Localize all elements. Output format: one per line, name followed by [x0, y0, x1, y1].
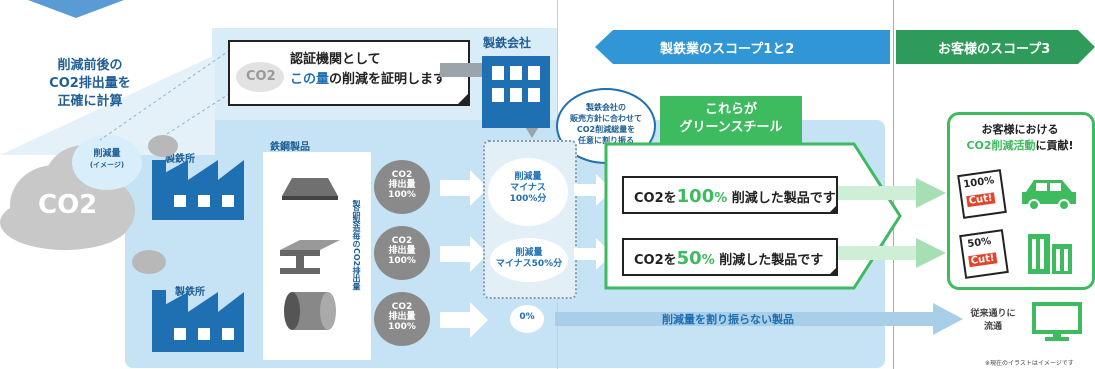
tag-50-cut: 50% Cut! — [959, 229, 1009, 279]
footnote: ※現在のイラストはイメージです — [985, 360, 1074, 367]
row-50-pre: CO2を — [634, 253, 677, 268]
scope-customer-banner — [896, 30, 1095, 64]
top-left-arrow — [28, 0, 124, 18]
left-caption: 削減前後の CO2排出量を 正確に計算 — [30, 57, 150, 111]
left-caption-line: 正確に計算 — [57, 94, 123, 109]
normal-line: 流通 — [983, 322, 1002, 332]
steel-plate-icon — [282, 178, 338, 200]
emission-line: CO2 — [391, 236, 413, 246]
callout-cloud: CO2 — [236, 56, 284, 92]
h-beam-icon — [280, 240, 340, 274]
company-title: 製鉄会社 — [483, 36, 532, 50]
left-caption-line: 削減前後の — [57, 58, 123, 73]
allocation-line: マイナス — [510, 183, 546, 193]
customer-title-rest: に貢献! — [1035, 139, 1074, 152]
plant-top-label: 製鉄所 — [165, 154, 195, 165]
callout-co2-label: CO2 — [246, 69, 276, 84]
dashed-connector — [99, 49, 236, 146]
products-title: 鉄鋼製品 — [270, 142, 310, 153]
factory-top-icon — [152, 160, 244, 220]
scope-steel-label: 製鉄業のスコープ1と2 — [660, 42, 795, 57]
zero-burst: 0% — [508, 303, 546, 335]
emission-cloud: CO2 排出量 100% — [370, 288, 434, 348]
tag-50-cut-label: Cut! — [968, 252, 998, 268]
emission-line: 100% — [388, 256, 416, 266]
callout-line2-rest: の削減を証明します — [329, 72, 447, 87]
row-50-number: 50 — [676, 248, 702, 269]
left-caption-line: CO2排出量を — [49, 76, 131, 91]
car-icon — [1022, 180, 1076, 210]
building-icon — [1028, 234, 1072, 274]
zero-label: 0% — [519, 312, 535, 322]
emission-line: 排出量 — [388, 312, 416, 322]
bubble-line: CO2削減総量を — [576, 125, 636, 134]
green-steel-title-box: これらが グリーンスチール — [660, 96, 802, 144]
green-title-line: これらが — [704, 102, 757, 117]
tag-50-number: 50% — [966, 235, 993, 251]
products-vertical-label: 製品製造毎のCO2排出量 — [352, 200, 361, 291]
callout-line1: 認証機関として — [290, 52, 381, 67]
emission-cloud: CO2 排出量 100% — [370, 156, 434, 216]
monitor-icon — [1032, 302, 1082, 341]
row-50-percent: % — [701, 253, 715, 268]
emission-line: 100% — [388, 322, 416, 332]
row-100-pre: CO2を — [634, 191, 677, 206]
reduction-label: 削減量 — [93, 149, 121, 159]
normal-product-label: 削減量を割り振らない製品 — [662, 313, 794, 326]
row-50-post: 削減した製品です — [719, 253, 824, 268]
callout-highlight: この量 — [290, 72, 330, 87]
normal-line: 従来通りに — [970, 309, 1016, 319]
emission-line: 排出量 — [388, 180, 416, 190]
emission-cloud: CO2 排出量 100% — [370, 222, 434, 282]
company-building-icon — [482, 56, 550, 128]
normal-distribution-label: 従来通りに 流通 — [958, 308, 1028, 334]
green-row-100: CO2を100% 削減した製品です — [622, 176, 838, 214]
emission-line: CO2 — [391, 302, 413, 312]
emission-line: CO2 — [391, 170, 413, 180]
plant-bottom-label: 製鉄所 — [175, 287, 205, 298]
callout-text: 認証機関として この量の削減を証明します — [290, 50, 446, 90]
bubble-line: 任意に割り振る — [578, 136, 634, 145]
big-co2-label: CO2 — [38, 190, 98, 220]
row-100-post: 削減した製品です — [731, 191, 836, 206]
white-arrows-left — [440, 170, 488, 338]
pipe-icon — [284, 292, 336, 330]
customer-title: お客様における CO2削減活動に貢献! — [950, 122, 1090, 154]
customer-title-highlight: CO2削減活動 — [966, 139, 1036, 152]
green-row-50: CO2を50% 削減した製品です — [622, 238, 838, 276]
allocation-line: 削減量 — [515, 248, 543, 258]
factory-bottom-icon — [152, 290, 244, 352]
normal-product-arrow — [555, 303, 963, 335]
scope-steel-banner — [595, 30, 890, 64]
bubble-line: 製鉄会社の — [586, 103, 626, 112]
tag-100-number: 100% — [962, 175, 995, 191]
arrows-to-green — [574, 174, 612, 270]
certification-callout: CO2 認証機関として この量の削減を証明します — [228, 40, 470, 106]
row-100-number: 100 — [676, 186, 715, 207]
callout-corner — [456, 92, 470, 106]
big-co2-cloud: CO2 — [0, 135, 140, 250]
bubble-line: 販売方針に合わせて — [570, 114, 642, 123]
emission-line: 100% — [388, 190, 416, 200]
allocation-line: マイナス50%分 — [495, 259, 563, 269]
row-100-percent: % — [714, 191, 728, 206]
reduction-sub-label: (イメージ) — [89, 161, 125, 169]
allocation-line: 削減量 — [514, 172, 542, 182]
callout-line2: この量の削減を証明します — [290, 70, 446, 90]
customer-title-line1: お客様における — [981, 123, 1059, 136]
green-arrows-to-customer — [838, 178, 946, 268]
tag-100-cut-label: Cut! — [966, 192, 996, 208]
smoke-cloud-bottom — [132, 250, 166, 274]
emission-line: 排出量 — [388, 246, 416, 256]
tag-100-cut: 100% Cut! — [957, 169, 1007, 219]
allocation-cloud-50: 削減量 マイナス50%分 — [490, 238, 568, 284]
scope-customer-label: お客様のスコープ3 — [938, 42, 1051, 57]
customer-title-line2: CO2削減活動に貢献! — [950, 138, 1090, 154]
green-title-line: グリーンスチール — [679, 120, 783, 135]
allocation-cloud-100: 削減量 マイナス 100%分 — [488, 158, 568, 228]
allocation-line: 100%分 — [509, 194, 547, 204]
divider-line-2 — [893, 0, 894, 369]
reduction-cloud: 削減量 (イメージ) — [72, 135, 142, 195]
smoke-cloud-top — [148, 135, 178, 157]
